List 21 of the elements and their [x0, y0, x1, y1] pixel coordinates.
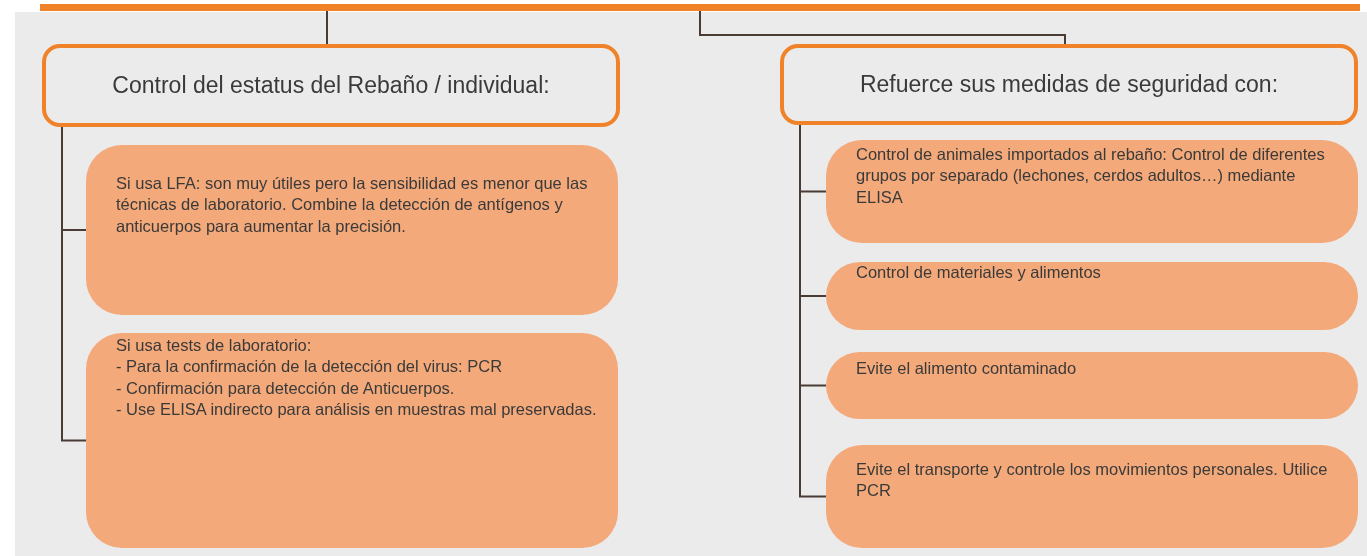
- connector-line: [326, 10, 328, 45]
- body-text: Si usa tests de laboratorio:: [116, 335, 313, 356]
- list-item-text: - Confirmación para detección de Anticuerpos.: [116, 377, 456, 399]
- list-item-text: - Use ELISA indirecto para análisis en muestras mal preservadas.: [116, 399, 598, 421]
- heading-text: Refuerce sus medidas de seguridad con:: [859, 71, 1279, 98]
- rounded-box: [826, 140, 1358, 243]
- rounded-box: [86, 145, 618, 315]
- body-text: Si usa LFA: son muy útiles pero la sensibilidad es menor que las técnicas de laboratorio. Combine la detección de antígenos y anticuerpos para aumentar la precisión.: [116, 173, 589, 237]
- rounded-box: [826, 445, 1358, 548]
- heading-box: [780, 44, 1358, 125]
- heading-box: [42, 44, 620, 127]
- body-text: Evite el transporte y controle los movimientos personales. Utilice PCR: [856, 459, 1329, 502]
- connector-line: [699, 10, 1066, 45]
- heading-text: Control del estatus del Rebaño / individual:: [112, 72, 550, 99]
- body-text: Control de animales importados al rebaño: Control de diferentes grupos por separado (lechones, cerdos adultos…) mediante ELISA: [856, 144, 1326, 208]
- body-text: Evite el alimento contaminado: [856, 358, 1078, 379]
- rounded-box: [86, 333, 618, 548]
- list-item-text: - Para la confirmación de la detección del virus: PCR: [116, 356, 504, 378]
- connector-line: [61, 126, 87, 442]
- body-text: Control de materiales y alimentos: [856, 262, 1102, 283]
- divider-bar: [40, 4, 1360, 11]
